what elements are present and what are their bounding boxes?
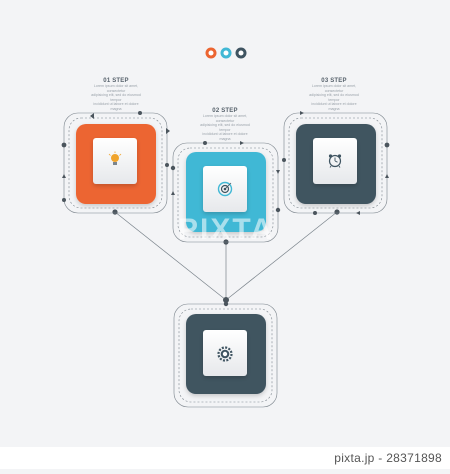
gear-icon xyxy=(217,346,233,362)
step3-text-line: Lorem ipsum dolor sit amet, consectetur xyxy=(311,84,357,93)
dot-blue xyxy=(220,47,232,59)
step2-label: 02 STEP Lorem ipsum dolor sit amet, cons… xyxy=(197,108,253,142)
step1-text-line: adipisicing elit, sed do eiusmod tempor xyxy=(91,93,141,102)
step2-title: 02 STEP xyxy=(212,108,238,114)
step1-box[interactable] xyxy=(61,111,170,214)
dot-dark xyxy=(235,47,247,59)
step3-title: 03 STEP xyxy=(321,78,347,84)
step2-text-line: adipisicing elit, sed do eiusmod tempor xyxy=(200,123,250,132)
step2-text-line: Lorem ipsum dolor sit amet, consectetur xyxy=(202,114,248,123)
target-icon xyxy=(217,181,233,197)
watermark: PIXTA xyxy=(178,213,275,246)
connector-lines xyxy=(114,211,338,301)
alarm-clock-icon xyxy=(328,154,342,168)
footer-text: pixta.jp - 28371898 xyxy=(334,451,442,465)
dot-orange xyxy=(205,47,217,59)
lightbulb-icon xyxy=(108,151,122,165)
step1-text-line: Lorem ipsum dolor sit amet, consectetur xyxy=(93,84,139,93)
step2-box[interactable] xyxy=(170,141,281,243)
step1-label: 01 STEP Lorem ipsum dolor sit amet, cons… xyxy=(88,78,144,112)
step2-text-line: incididunt ut labore et dolore magna xyxy=(202,132,248,141)
step3-text-line: incididunt ut labore et dolore magna xyxy=(311,102,357,111)
step1-text-line: incididunt ut labore et dolore magna xyxy=(93,102,139,111)
step1-title: 01 STEP xyxy=(103,78,129,84)
color-dots xyxy=(205,47,247,59)
footer-bar: pixta.jp - 28371898 xyxy=(0,447,450,469)
center-box[interactable] xyxy=(173,301,278,408)
step3-label: 03 STEP Lorem ipsum dolor sit amet, cons… xyxy=(306,78,362,112)
step3-text-line: adipisicing elit, sed do eiusmod tempor xyxy=(309,93,359,102)
step3-box[interactable] xyxy=(282,111,390,215)
